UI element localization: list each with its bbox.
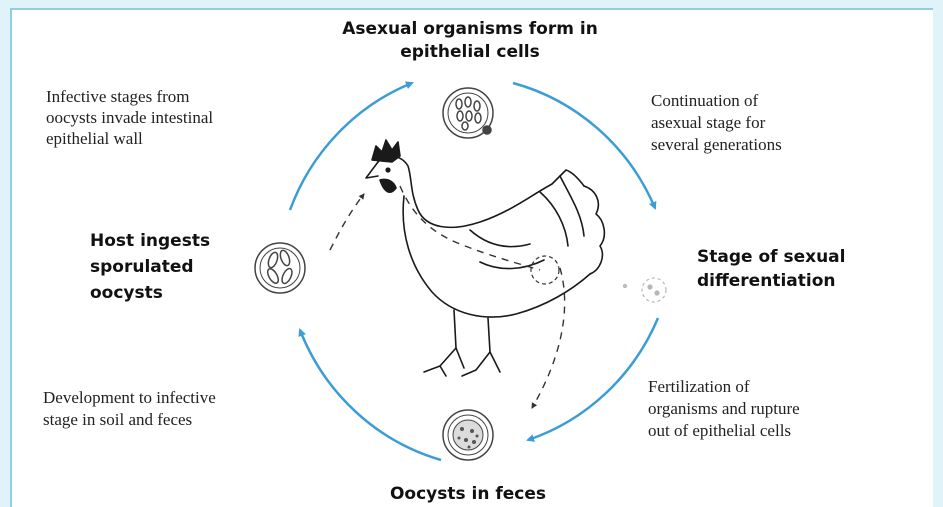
- sporulated-oocyst-icon: [255, 243, 305, 293]
- transition-text-upper-right-line-1: Continuation of: [651, 90, 782, 112]
- transition-text-lower-right-line-1: Fertilization of: [648, 376, 800, 398]
- transition-text-upper-left-line-2: oocysts invade intestinal: [46, 107, 213, 128]
- asexual-cell-icon: [443, 88, 493, 138]
- transition-text-lower-left-line-2: stage in soil and feces: [43, 409, 216, 431]
- transition-text-lower-right: Fertilization of organisms and rupture o…: [648, 376, 800, 442]
- transition-text-upper-right: Continuation of asexual stage for severa…: [651, 90, 782, 156]
- dashed-path-excretion: [532, 268, 565, 408]
- transition-text-lower-left: Development to infective stage in soil a…: [43, 387, 216, 431]
- cycle-arrow-bottom-left: [300, 330, 441, 460]
- stage-label-asexual-line-1: Asexual organisms form in: [316, 18, 624, 41]
- dashed-path-ingestion: [330, 194, 364, 250]
- dashed-path-digestive-tract: [400, 186, 540, 270]
- stage-label-host-ingests-line-1: Host ingests: [90, 228, 210, 254]
- oocyst-feces-icon: [443, 410, 493, 460]
- transition-text-lower-right-line-2: organisms and rupture: [648, 398, 800, 420]
- sexual-cell-icon: [624, 278, 667, 302]
- stage-label-asexual-line-2: epithelial cells: [316, 41, 624, 64]
- transition-text-lower-right-line-3: out of epithelial cells: [648, 420, 800, 442]
- stage-label-sexual-line-2: differentiation: [697, 269, 845, 293]
- transition-text-upper-left-line-1: Infective stages from: [46, 86, 213, 107]
- stage-label-host-ingests-line-2: sporulated: [90, 254, 210, 280]
- stage-label-sexual: Stage of sexual differentiation: [697, 245, 845, 293]
- stage-label-asexual: Asexual organisms form in epithelial cel…: [316, 18, 624, 64]
- cycle-arrow-bottom-right: [528, 318, 658, 440]
- transition-text-upper-right-line-2: asexual stage for: [651, 112, 782, 134]
- transition-text-upper-left-line-3: epithelial wall: [46, 128, 213, 149]
- transition-text-lower-left-line-1: Development to infective: [43, 387, 216, 409]
- transition-text-upper-right-line-3: several generations: [651, 134, 782, 156]
- stage-label-host-ingests: Host ingests sporulated oocysts: [90, 228, 210, 306]
- stage-label-sexual-line-1: Stage of sexual: [697, 245, 845, 269]
- chicken-illustration: [366, 140, 604, 376]
- cycle-arrow-top-right: [513, 83, 655, 208]
- stage-label-oocysts-feces: Oocysts in feces: [340, 483, 596, 505]
- stage-label-host-ingests-line-3: oocysts: [90, 280, 210, 306]
- intestine-marker: [531, 256, 559, 284]
- stage-label-oocysts-feces-line-1: Oocysts in feces: [340, 483, 596, 505]
- transition-text-upper-left: Infective stages from oocysts invade int…: [46, 86, 213, 149]
